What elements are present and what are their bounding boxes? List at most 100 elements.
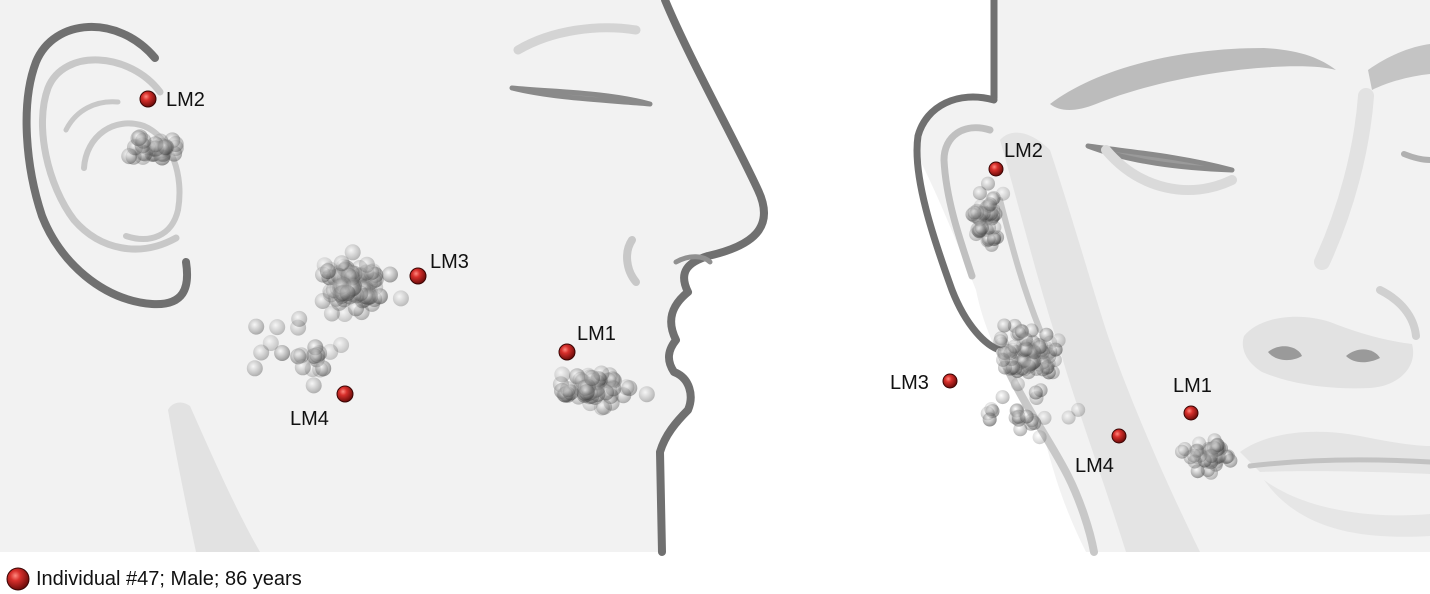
left-lm1-label: LM1 xyxy=(577,323,616,345)
individual-landmarks xyxy=(139,90,1199,444)
population-point xyxy=(1051,333,1066,348)
population-point xyxy=(246,360,263,377)
population-point xyxy=(274,345,291,361)
population-point xyxy=(1204,465,1218,480)
population-point xyxy=(578,384,595,401)
left-lm3-label: LM3 xyxy=(430,251,469,273)
population-point xyxy=(319,263,336,280)
population-point xyxy=(1192,436,1207,451)
population-point xyxy=(981,176,995,191)
population-point xyxy=(997,318,1012,333)
right-ear-helix xyxy=(940,124,994,280)
population-point xyxy=(291,310,308,327)
population-point xyxy=(560,381,577,398)
population-point xyxy=(309,347,326,363)
population-point xyxy=(339,285,356,301)
right-nose-bridge xyxy=(1314,88,1374,270)
legend: Individual #47; Male; 86 years xyxy=(6,566,302,592)
right-panel xyxy=(913,0,1430,556)
left-point-cluster xyxy=(121,129,655,416)
right-lm3-label: LM3 xyxy=(890,372,929,394)
right-lm1-marker xyxy=(1183,405,1199,421)
left-jaw-shade xyxy=(168,402,260,552)
population-point xyxy=(322,343,339,360)
population-point xyxy=(1175,444,1189,459)
left-lm1-marker xyxy=(558,343,576,361)
right-lower-lip xyxy=(1264,480,1430,537)
left-nostril xyxy=(623,236,640,286)
right-nose-tip xyxy=(1242,316,1414,389)
right-lm2-label: LM2 xyxy=(1004,140,1043,162)
left-panel xyxy=(0,0,768,556)
right-lm1-label: LM1 xyxy=(1173,375,1212,397)
population-point xyxy=(638,386,655,403)
population-point xyxy=(1071,402,1086,417)
population-point xyxy=(584,370,600,386)
left-lm2-label: LM2 xyxy=(166,89,205,111)
population-point xyxy=(382,266,398,283)
right-nostril-left xyxy=(1268,346,1302,361)
right-brow xyxy=(1050,48,1336,110)
population-point xyxy=(135,132,152,149)
population-point xyxy=(1187,454,1202,469)
left-nose-wing xyxy=(673,254,713,265)
landmark-labels: LM1 LM2 LM3 LM4 LM1 LM2 LM3 LM4 xyxy=(166,89,1212,477)
population-point xyxy=(1019,409,1034,424)
population-point xyxy=(993,334,1008,349)
right-eye-lid xyxy=(1085,143,1235,173)
population-point xyxy=(618,379,635,396)
population-point xyxy=(1034,339,1049,354)
right-lm4-marker xyxy=(1111,428,1127,444)
left-ear-helix xyxy=(39,56,180,253)
population-point xyxy=(323,305,340,322)
left-lm3-marker xyxy=(409,267,427,285)
population-point xyxy=(596,398,612,415)
right-lm2-marker xyxy=(988,161,1004,177)
left-lm4-label: LM4 xyxy=(290,408,329,430)
population-point xyxy=(348,300,364,317)
red-sphere-icon xyxy=(6,567,30,591)
population-point xyxy=(554,366,571,383)
right-nasal-ala xyxy=(1376,286,1420,340)
population-point xyxy=(1204,449,1219,463)
population-point xyxy=(1013,422,1028,437)
population-point xyxy=(269,319,286,336)
population-point xyxy=(365,263,382,280)
right-point-cluster xyxy=(965,176,1238,480)
right-eye-socket xyxy=(1101,145,1237,195)
population-point xyxy=(344,244,361,261)
population-point xyxy=(983,197,998,212)
population-point xyxy=(1028,385,1043,400)
population-point xyxy=(987,220,1002,235)
population-point xyxy=(1223,453,1238,468)
right-lm4-label: LM4 xyxy=(1075,455,1114,477)
population-point xyxy=(1032,430,1047,445)
population-point xyxy=(995,390,1010,405)
population-point xyxy=(1010,377,1025,392)
left-ear-outline xyxy=(22,23,192,309)
population-point xyxy=(392,290,409,307)
population-point xyxy=(972,186,987,201)
population-point xyxy=(1040,359,1055,374)
population-point xyxy=(305,377,322,394)
left-ear-antihelix xyxy=(63,99,121,133)
population-point xyxy=(973,223,988,238)
left-lm4-marker xyxy=(336,385,354,403)
left-eye-lid xyxy=(509,85,653,107)
right-cheek-shade xyxy=(1000,132,1200,552)
population-point xyxy=(371,288,388,305)
population-point xyxy=(315,360,332,377)
population-point xyxy=(248,318,265,335)
right-brow-far xyxy=(1368,44,1430,90)
population-point xyxy=(121,148,138,165)
left-lm2-marker xyxy=(139,90,157,108)
population-point xyxy=(262,335,279,351)
population-point xyxy=(1007,339,1022,354)
left-profile-outline xyxy=(656,0,768,556)
left-eyebrow xyxy=(513,23,641,55)
right-eye-far xyxy=(1401,151,1430,163)
right-lm3-marker xyxy=(942,373,958,389)
population-point xyxy=(996,352,1011,367)
population-point xyxy=(134,144,151,161)
